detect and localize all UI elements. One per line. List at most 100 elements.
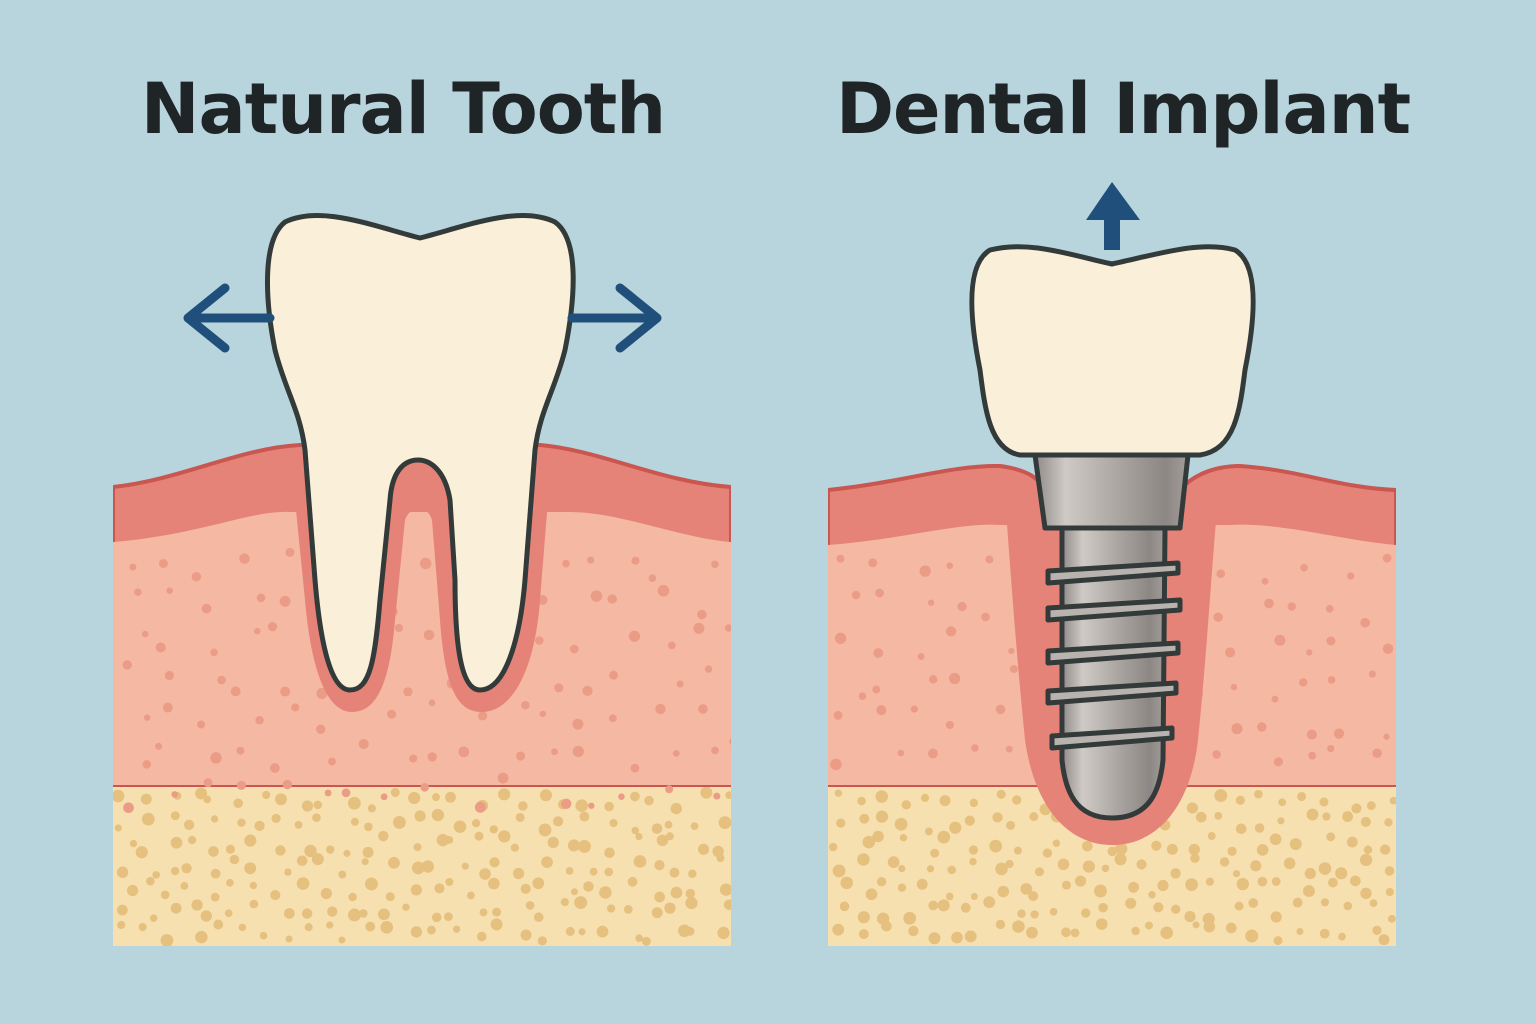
texture-dot [347,796,361,810]
texture-dot [630,791,640,802]
texture-dot [894,817,908,831]
texture-dot [1299,678,1308,687]
texture-dot [1061,880,1071,890]
texture-dot [141,812,155,826]
texture-dot [630,763,640,773]
texture-dot [270,889,281,901]
texture-dot [1052,839,1061,847]
texture-dot [1372,925,1382,935]
texture-dot [960,902,971,913]
texture-dot [1195,811,1207,823]
texture-dot [926,865,935,873]
texture-dot [155,742,163,750]
texture-dot [1304,867,1316,880]
texture-dot [1278,798,1287,807]
texture-dot [719,883,731,896]
texture-dot [296,877,310,890]
texture-dot [685,896,698,910]
dental-implant-title: Dental Implant [835,68,1411,150]
texture-dot [423,629,435,641]
texture-dot [385,892,395,902]
texture-dot [210,648,218,657]
texture-dot [1061,927,1071,938]
texture-dot [1231,723,1243,735]
texture-dot [387,709,397,719]
texture-dot [1012,795,1022,805]
texture-dot [1148,890,1156,899]
texture-dot [578,928,586,936]
texture-dot [596,925,609,938]
texture-dot [667,641,676,650]
texture-dot [117,920,126,930]
texture-dot [583,881,594,892]
texture-dot [479,868,491,880]
texture-dot [1248,898,1259,908]
texture-dot [311,853,324,866]
texture-dot [833,710,843,720]
texture-dot [1256,844,1269,856]
texture-dot [498,788,511,801]
texture-dot [862,835,876,849]
texture-dot [419,557,432,570]
texture-dot [361,858,369,866]
texture-dot [575,799,589,812]
texture-dot [1013,846,1022,855]
texture-dot [1283,857,1296,870]
texture-dot [704,665,713,673]
texture-dot [1232,870,1241,878]
texture-dot [181,863,192,874]
texture-dot [1236,877,1249,891]
abutment [1032,452,1191,531]
texture-dot [1114,853,1127,866]
texture-dot [388,856,400,869]
texture-dot [656,834,669,847]
texture-dot [928,932,941,945]
texture-dot [1128,881,1140,893]
texture-dot [134,588,142,596]
texture-dot [569,644,579,654]
texture-dot [1360,617,1370,628]
texture-dot [735,587,746,598]
texture-dot [138,923,147,932]
texture-dot [828,842,838,852]
texture-dot [1213,612,1223,622]
texture-dot [229,854,240,865]
texture-dot [567,839,581,852]
texture-dot [607,594,617,604]
implant [969,244,1256,821]
texture-dot [1070,928,1080,938]
texture-dot [1136,859,1147,870]
texture-dot [1277,817,1285,825]
texture-dot [964,815,975,826]
texture-dot [348,908,361,922]
texture-dot [857,796,866,806]
texture-dot [618,793,625,801]
texture-dot [410,926,423,938]
texture-dot [532,877,545,890]
texture-dot [875,810,889,823]
texture-dot [244,862,257,875]
texture-dot [1366,801,1376,810]
texture-dot [392,815,406,829]
texture-dot [116,904,128,916]
texture-dot [443,912,453,922]
texture-dot [729,738,731,745]
texture-dot [1257,722,1267,732]
texture-dot [533,912,544,923]
texture-dot [688,869,697,878]
texture-dot [210,752,222,764]
texture-dot [1166,843,1178,855]
texture-dot [445,835,454,844]
texture-dot [170,866,180,876]
texture-dot [1235,795,1245,805]
texture-dot [1379,844,1391,855]
texture-dot [1346,836,1358,848]
texture-dot [834,632,847,645]
texture-dot [1328,877,1338,888]
texture-dot [284,868,292,876]
texture-dot [1360,887,1372,899]
texture-dot [631,556,640,565]
texture-dot [1308,751,1317,760]
texture-dot [520,929,532,941]
texture-dot [541,856,553,868]
